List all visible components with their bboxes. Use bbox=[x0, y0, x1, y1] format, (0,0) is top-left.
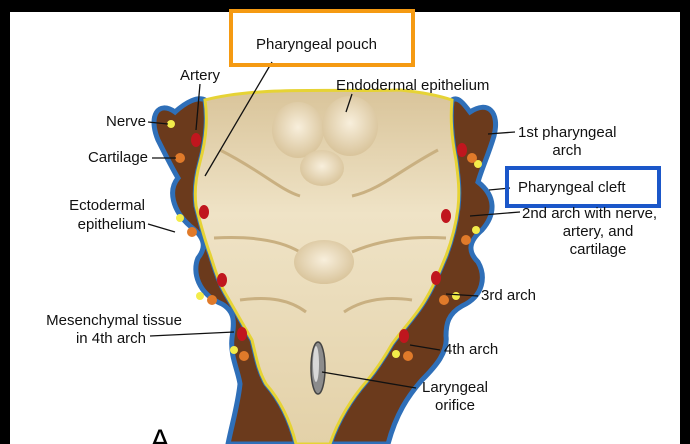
label-third-arch: 3rd arch bbox=[481, 287, 536, 304]
label-fourth-arch: 4th arch bbox=[444, 341, 498, 358]
label-first-arch-line2: arch bbox=[552, 142, 581, 159]
label-laryngeal-line2: orifice bbox=[435, 397, 475, 414]
label-pharyngeal-pouch: Pharyngeal pouch bbox=[256, 36, 377, 53]
artery-dot bbox=[457, 143, 467, 157]
label-ectodermal-line2: epithelium bbox=[78, 216, 146, 233]
label-second-arch-line3: cartilage bbox=[570, 241, 627, 258]
label-mesenchymal-line1: Mesenchymal tissue bbox=[46, 312, 182, 329]
nerve-dot bbox=[176, 214, 184, 222]
label-nerve: Nerve bbox=[106, 113, 146, 130]
cartilage-dot bbox=[461, 235, 471, 245]
artery-dot bbox=[399, 329, 409, 343]
label-second-arch-line1: 2nd arch with nerve, bbox=[522, 205, 657, 222]
nerve-dot bbox=[392, 350, 400, 358]
panel-letter: A bbox=[150, 424, 170, 444]
laryngeal-orifice-highlight bbox=[313, 346, 319, 382]
artery-dot bbox=[431, 271, 441, 285]
leader-mesenchymal bbox=[150, 332, 234, 336]
tongue-swelling-left bbox=[272, 102, 324, 158]
label-first-arch-line1: 1st pharyngeal bbox=[518, 124, 616, 141]
nerve-dot bbox=[472, 226, 480, 234]
cartilage-dot bbox=[175, 153, 185, 163]
cartilage-dot bbox=[467, 153, 477, 163]
label-cartilage: Cartilage bbox=[88, 149, 148, 166]
nerve-dot bbox=[452, 292, 460, 300]
label-ectodermal-line1: Ectodermal bbox=[69, 197, 145, 214]
tongue-swelling-center bbox=[300, 150, 344, 186]
epiglottal-swelling bbox=[294, 240, 354, 284]
cartilage-dot bbox=[403, 351, 413, 361]
nerve-dot bbox=[196, 292, 204, 300]
artery-dot bbox=[237, 327, 247, 341]
cartilage-dot bbox=[207, 295, 217, 305]
tongue-swelling-right bbox=[322, 96, 378, 156]
nerve-dot bbox=[230, 346, 238, 354]
cartilage-dot bbox=[239, 351, 249, 361]
leader-ectodermal bbox=[148, 224, 175, 232]
label-mesenchymal-line2: in 4th arch bbox=[76, 330, 146, 347]
label-pharyngeal-cleft: Pharyngeal cleft bbox=[518, 179, 626, 196]
label-artery: Artery bbox=[180, 67, 221, 84]
artery-dot bbox=[217, 273, 227, 287]
cartilage-dot bbox=[439, 295, 449, 305]
label-laryngeal-line1: Laryngeal bbox=[422, 379, 488, 396]
artery-dot bbox=[199, 205, 209, 219]
artery-dot bbox=[441, 209, 451, 223]
cartilage-dot bbox=[187, 227, 197, 237]
artery-dot bbox=[191, 133, 201, 147]
label-second-arch-line2: artery, and bbox=[563, 223, 634, 240]
nerve-dot bbox=[167, 120, 175, 128]
label-endodermal-epithelium: Endodermal epithelium bbox=[336, 77, 489, 94]
